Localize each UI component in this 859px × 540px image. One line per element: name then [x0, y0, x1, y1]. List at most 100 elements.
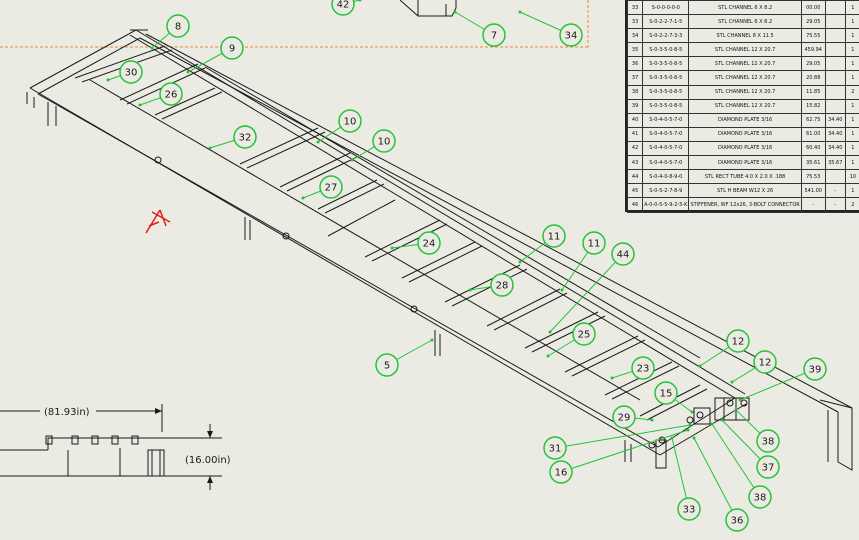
- bom-description: DIAMOND PLATE 3/16: [688, 155, 802, 171]
- bom-width: 34.40: [824, 126, 846, 142]
- bom-item-no: 37: [626, 70, 644, 86]
- bom-item-no: 34: [626, 28, 644, 44]
- balloon-number: 25: [578, 330, 591, 341]
- balloon-circle: [725, 508, 749, 532]
- bom-length: 541.00: [800, 183, 826, 199]
- leader-arrow: [688, 423, 692, 427]
- bom-part-no: S-0-0-0-0-0: [642, 0, 690, 16]
- balloon-circle: [542, 224, 566, 248]
- bom-part-no: S-0-3-5-0-8-5: [642, 84, 690, 100]
- bom-description: STL CHANNEL 12 X 20.7: [688, 70, 802, 86]
- leader-arrow: [670, 436, 674, 440]
- balloon-circle: [612, 405, 636, 429]
- balloon-30: 30: [119, 60, 143, 84]
- balloon-25: 25: [572, 322, 596, 346]
- balloon-number: 15: [660, 389, 673, 400]
- bom-width: -: [824, 197, 846, 214]
- balloon-7: 7: [482, 23, 506, 47]
- bom-qty: 1: [844, 112, 859, 128]
- balloon-38: 38: [756, 429, 780, 453]
- dimension-lines: [0, 404, 222, 490]
- balloon-circle: [331, 0, 355, 16]
- bom-qty: 1: [844, 42, 859, 58]
- bom-part-no: S-0-4-0-8-9-0: [642, 169, 690, 185]
- bom-width: [824, 84, 846, 100]
- bom-qty: 1: [844, 98, 859, 114]
- top-detail-view: [399, 0, 457, 17]
- leader-arrow: [698, 364, 702, 368]
- bom-item-no: 33: [626, 0, 644, 16]
- balloon-26: 26: [159, 82, 183, 106]
- bom-width: [824, 42, 846, 58]
- balloon-number: 11: [548, 232, 561, 243]
- balloon-number: 30: [125, 68, 138, 79]
- bom-width: [824, 70, 846, 86]
- bolt-holes: [154, 156, 748, 449]
- bom-width: [824, 28, 846, 44]
- leader-arrow: [730, 380, 734, 384]
- bom-part-no: S-0-5-2-7-8-9: [642, 183, 690, 199]
- leader-arrow: [650, 418, 654, 422]
- leader-arrow: [150, 46, 154, 50]
- leader-arrow: [692, 436, 696, 440]
- bom-part-no: S-0-2-2-7-3-3: [642, 28, 690, 44]
- leader-arrow: [106, 78, 110, 82]
- balloon-31: 31: [543, 436, 567, 460]
- balloon-number: 24: [423, 239, 436, 250]
- balloon-44: 44: [611, 242, 635, 266]
- bom-length: 29.05: [800, 14, 826, 30]
- bom-qty: 1: [844, 70, 859, 86]
- balloon-number: 10: [378, 137, 391, 148]
- bom-description: STL CHANNEL 8 X 11.5: [688, 28, 802, 44]
- bom-part-no: S-0-3-5-0-8-5: [642, 56, 690, 72]
- leader-arrow: [738, 398, 742, 402]
- bom-qty: 10: [844, 169, 859, 185]
- bom-length: 35.61: [800, 155, 826, 171]
- balloon-circle: [490, 273, 514, 297]
- balloon-circle: [372, 129, 396, 153]
- balloon-number: 42: [337, 0, 350, 11]
- bom-qty: 1: [844, 28, 859, 44]
- balloon-leader: [554, 424, 691, 449]
- balloon-number: 29: [618, 413, 631, 424]
- balloon-32: 32: [233, 125, 257, 149]
- bom-width: 34.40: [824, 112, 846, 128]
- bom-qty: 2: [844, 84, 859, 100]
- bom-item-no: 44: [626, 169, 644, 185]
- balloon-circle: [726, 329, 750, 353]
- leader-arrow: [430, 338, 434, 342]
- balloon-number: 9: [229, 44, 235, 55]
- bom-description: STL RECT TUBE 4.0 X 2.0 X .188: [688, 169, 802, 185]
- balloon-circle: [748, 485, 772, 509]
- bom-item-no: 41: [626, 126, 644, 142]
- leader-arrow: [560, 288, 564, 292]
- bom-qty: 1: [844, 56, 859, 72]
- balloon-circle: [572, 322, 596, 346]
- balloon-circle: [119, 60, 143, 84]
- balloon-number: 33: [683, 505, 696, 516]
- bom-length: 62.75: [800, 112, 826, 128]
- balloon-10: 10: [338, 109, 362, 133]
- side-elevation-view: [0, 435, 165, 477]
- balloon-circle: [803, 357, 827, 381]
- balloon-circle: [631, 356, 655, 380]
- bom-length: 60.40: [800, 140, 826, 157]
- balloon-10: 10: [372, 129, 396, 153]
- balloon-38: 38: [748, 485, 772, 509]
- bom-description: STL CHANNEL 12 X 20.7: [688, 42, 802, 58]
- leader-arrow: [720, 418, 724, 422]
- bom-description: STL CHANNEL 12 X 20.7: [688, 56, 802, 72]
- balloon-circle: [159, 82, 183, 106]
- bom-qty: 1: [844, 0, 859, 16]
- bom-part-no: S-0-3-5-0-8-5: [642, 42, 690, 58]
